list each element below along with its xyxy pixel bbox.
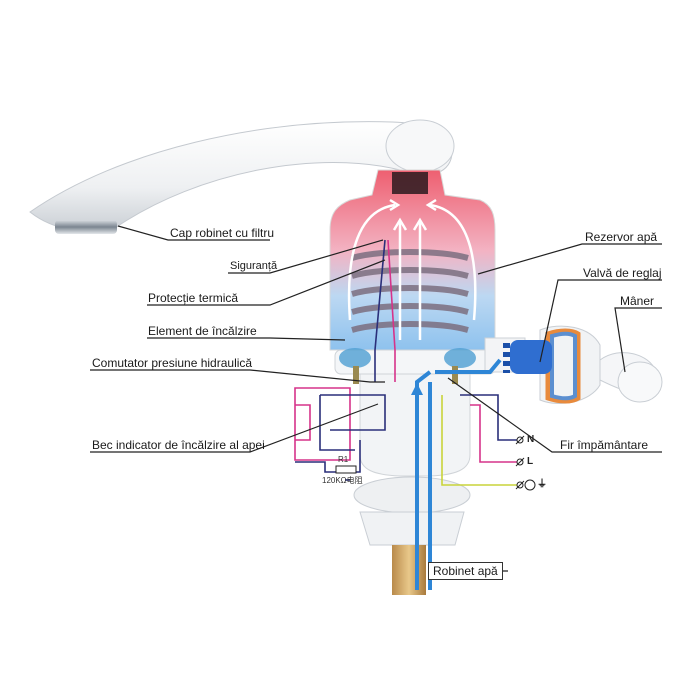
heating-coil xyxy=(351,249,469,333)
cold-flow-arrow xyxy=(411,383,423,395)
nut xyxy=(359,511,465,546)
wiring xyxy=(294,239,520,486)
sensor-left xyxy=(339,348,371,368)
valve-blue-ring xyxy=(550,331,577,401)
label-cap-filter: Cap robinet cu filtru xyxy=(170,226,275,240)
flow-arrows xyxy=(347,198,477,340)
probe-right xyxy=(452,366,458,384)
mounting-flange xyxy=(353,476,471,514)
threaded-pipe xyxy=(392,545,426,595)
label-thermal: Protecție termică xyxy=(148,291,239,305)
label-pressure-switch: Comutator presiune hidraulică xyxy=(92,356,253,370)
terminal-ground: ⏚ xyxy=(537,479,547,490)
label-indicator: Bec indicator de încălzire al apei xyxy=(92,438,265,452)
label-valve: Valvă de reglaj xyxy=(583,266,662,280)
label-heating: Element de încălzire xyxy=(148,324,257,338)
handle-knob xyxy=(617,361,663,403)
resistor-r1 xyxy=(335,465,357,474)
resistor-name: R1 xyxy=(338,455,349,464)
label-fuse: Siguranță xyxy=(230,260,278,272)
terminal-n: N xyxy=(527,434,535,445)
label-water-tap: Robinet apă xyxy=(428,562,503,580)
valve-core xyxy=(510,340,552,374)
probe-left xyxy=(353,366,359,384)
cold-water-pipe xyxy=(415,358,502,590)
valve-cap xyxy=(539,325,601,404)
terminal-l: L xyxy=(527,456,534,467)
label-tank: Rezervor apă xyxy=(585,230,658,244)
label-ground-wire: Fir împământare xyxy=(560,438,649,452)
terminal-slashes xyxy=(515,435,525,490)
label-handle: Mâner xyxy=(620,294,655,308)
valve-teeth xyxy=(503,343,510,373)
ground-symbol xyxy=(524,479,536,491)
sensor-right xyxy=(444,348,476,368)
tank-neck xyxy=(392,172,428,194)
valve-orange-ring xyxy=(545,328,581,404)
spout-joint xyxy=(385,119,455,173)
resistor-value: 120KΩ电阻 xyxy=(322,476,363,485)
filter-cap xyxy=(55,220,117,234)
